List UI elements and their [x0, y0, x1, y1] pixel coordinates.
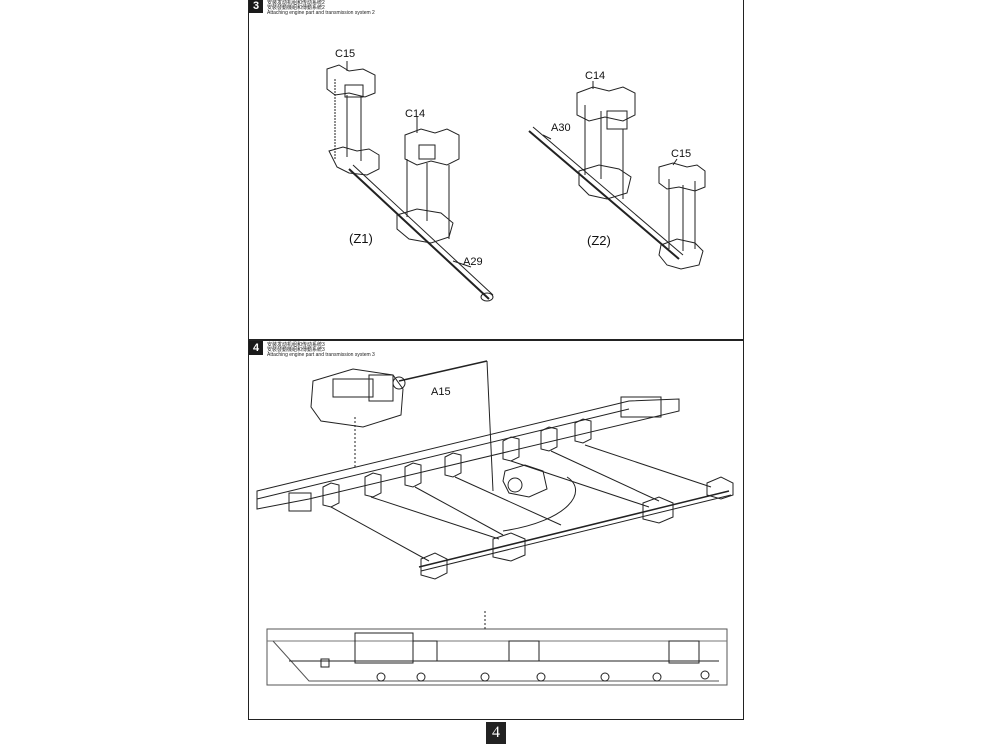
step-3-diagram: C15 C14 A29 A30 C14 C15 (Z1) (Z2): [326, 48, 706, 302]
part-label-a15: A15: [431, 386, 451, 398]
page-number: 4: [486, 722, 506, 744]
part-label-c15-z2: C15: [671, 148, 691, 160]
step-title-cn: 安装发动机组和传动系统3: [267, 342, 325, 348]
step-4-diagram: A15: [256, 360, 734, 686]
step-number: 3: [249, 0, 263, 13]
step-title-cn: 安装发动机组和传动系统2: [267, 0, 325, 6]
step-title-cn-traditional: 安裝發動機組和傳動系統2: [267, 5, 325, 11]
step-title-cn-traditional: 安裝發動機組和傳動系統3: [267, 347, 325, 353]
part-label-c14: C14: [405, 108, 425, 120]
step-number: 4: [249, 341, 263, 355]
step-3-panel: 3 安装发动机组和传动系统2 安裝發動機組和傳動系統2 Attaching en…: [248, 0, 744, 340]
view-label-z2: (Z2): [587, 233, 611, 248]
part-label-a30: A30: [551, 122, 571, 134]
part-label-c14-z2: C14: [585, 70, 605, 82]
part-label-a29: A29: [463, 256, 483, 268]
part-label-c15: C15: [335, 48, 355, 60]
step-title-en: Attaching engine part and transmission s…: [267, 10, 375, 16]
step-4-panel: 4 安装发动机组和传动系统3 安裝發動機組和傳動系統3 Attaching en…: [248, 340, 744, 720]
view-label-z1: (Z1): [349, 231, 373, 246]
step-title-en: Attaching engine part and transmission s…: [267, 352, 375, 358]
